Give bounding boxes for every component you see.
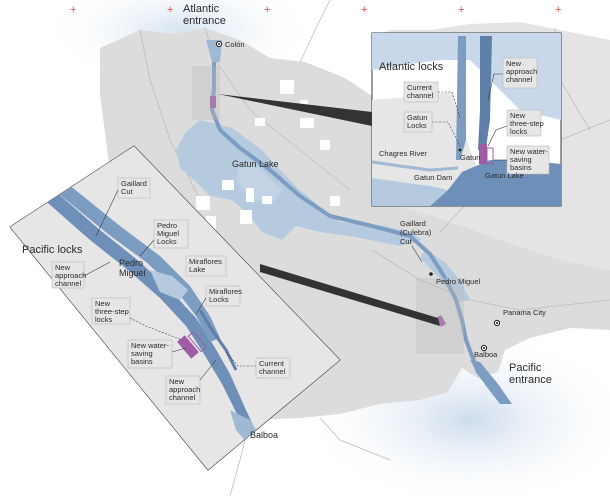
- atlantic-inset-water-basins: [486, 147, 494, 165]
- pacific-inset-title: Pacific locks: [22, 244, 83, 256]
- grid-marker-5: +: [458, 4, 464, 16]
- pacific-inset-new-locks: [177, 335, 199, 359]
- pacific-inset-current-channel: [198, 309, 238, 371]
- balboa-label: Balboa: [474, 350, 498, 359]
- gatun-dam-label: Gatun Dam: [414, 173, 452, 182]
- panama-city-dot-core: [496, 322, 498, 324]
- pacific-inset-new-channel: [54, 184, 220, 342]
- grid-marker-1: +: [70, 4, 76, 16]
- grid-marker-3: +: [264, 4, 270, 16]
- atlantic-gatun-lake-label: Gatun Lake: [485, 171, 524, 180]
- pacific-inset-water-basins: [187, 331, 208, 353]
- atlantic-gatun-label: Gatun: [460, 153, 480, 162]
- pacific-balboa-label: Balboa: [250, 430, 278, 440]
- atlantic-zoom-area: [192, 66, 220, 120]
- atlantic-inset-lake-light: [372, 178, 448, 206]
- colon-dot-core: [218, 43, 220, 45]
- panama-city-label: Panama City: [503, 308, 546, 317]
- colon-label: Colón: [225, 40, 245, 49]
- atlantic-inset-new-locks: [479, 144, 487, 164]
- grid-marker-2: +: [167, 4, 173, 16]
- canal-channel: [209, 52, 507, 404]
- grid-marker-6: +: [555, 4, 561, 16]
- atlantic-inset-current-channel: [456, 36, 466, 160]
- main-gatun-lock-marker: [210, 96, 216, 108]
- gatun-lake-label: Gatun Lake: [232, 159, 279, 169]
- grid-markers: + + + + + +: [70, 4, 561, 16]
- atlantic-inset-title: Atlantic locks: [379, 61, 444, 73]
- pedro-miguel-label: Pedro Miguel: [436, 277, 481, 286]
- atlantic-inset-chagres: [372, 160, 459, 172]
- pacific-inset-miraflores-lake: [150, 270, 188, 300]
- pedro-miguel-dot: [429, 272, 433, 276]
- city-markers: [215, 40, 501, 352]
- gatun-lake-arm: [236, 160, 282, 206]
- pacific-projection: [260, 264, 440, 326]
- atlantic-inset-sea: [372, 33, 561, 120]
- gaillard-cut-label: Gaillard(Culebra)Cut: [400, 219, 432, 246]
- grid-marker-4: +: [361, 4, 367, 16]
- chagres-river-label: Chagres River: [379, 149, 427, 158]
- atlantic-projection: [218, 94, 372, 126]
- pacific-approach: [470, 360, 512, 404]
- main-pacific-lock-marker: [435, 315, 447, 327]
- balboa-dot-core: [483, 347, 485, 349]
- lake-islands: [196, 80, 340, 234]
- gatun-lake: [176, 120, 422, 246]
- atlantic-inset-new-channel: [478, 36, 492, 150]
